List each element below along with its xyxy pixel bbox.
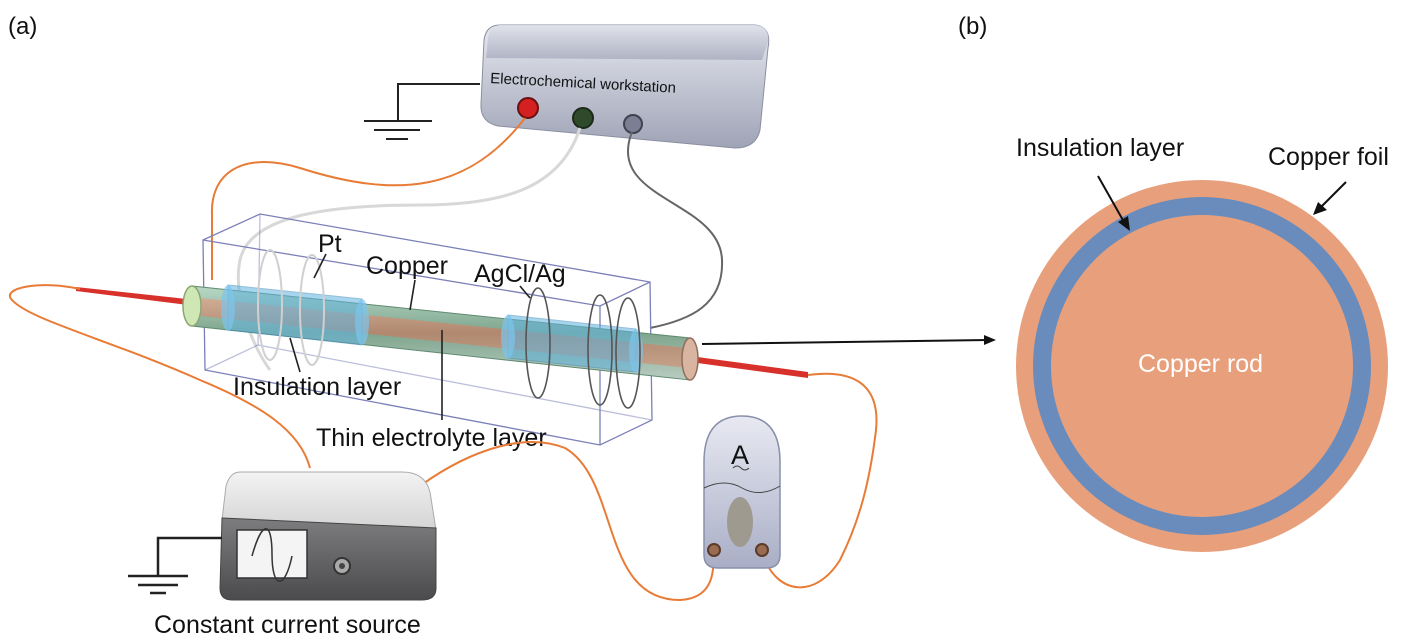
ammeter-terminal-right-icon [755, 543, 769, 557]
ammeter: A [703, 415, 781, 569]
sine-wave-icon [251, 528, 293, 582]
wire-orange-circuit-middle [411, 441, 715, 602]
sample-tube [182, 284, 699, 381]
electrolyte-label: Thin electrolyte layer [316, 424, 547, 452]
insulation-label-b: Insulation layer [1016, 134, 1184, 162]
copper-rod-core [1051, 215, 1353, 517]
ammeter-dial-icon [727, 497, 753, 547]
cross-section [1016, 180, 1388, 552]
current-source-label: Constant current source [154, 611, 421, 639]
gray-terminal-icon [623, 114, 643, 134]
agcl-coil [525, 287, 641, 409]
wire-gray-workstation [627, 131, 724, 329]
red-rod-right [690, 356, 808, 378]
arrow-to-cross-section-icon [701, 335, 996, 345]
pt-label: Pt [318, 230, 342, 258]
insulation-label-a: Insulation layer [233, 373, 401, 401]
copper-rod-label: Copper rod [1138, 350, 1263, 378]
ground-symbol-workstation-icon [364, 83, 480, 140]
panel-label-b: (b) [958, 13, 987, 40]
ground-symbol-source-icon [128, 536, 222, 595]
leader-lines [289, 253, 531, 420]
pointer-arrows [1097, 175, 1347, 231]
wire-orange-circuit-left [8, 284, 311, 469]
copper-foil-label: Copper foil [1268, 143, 1389, 171]
wire-orange-circuit-right [761, 372, 878, 589]
wire-orange-workstation [210, 117, 526, 280]
ammeter-terminal-left-icon [707, 543, 721, 557]
panel-label-a: (a) [8, 13, 37, 40]
electrochemical-workstation: Electrochemical workstation [480, 24, 770, 149]
ammeter-label: A [731, 440, 749, 470]
red-terminal-icon [517, 97, 539, 119]
green-terminal-icon [572, 107, 594, 129]
constant-current-source [219, 471, 437, 601]
pt-coil [257, 249, 325, 366]
insulation-sleeve-left [227, 284, 363, 346]
red-rod-left [76, 287, 196, 306]
copper-label: Copper [366, 252, 448, 280]
agcl-label: AgCl/Ag [474, 260, 566, 288]
